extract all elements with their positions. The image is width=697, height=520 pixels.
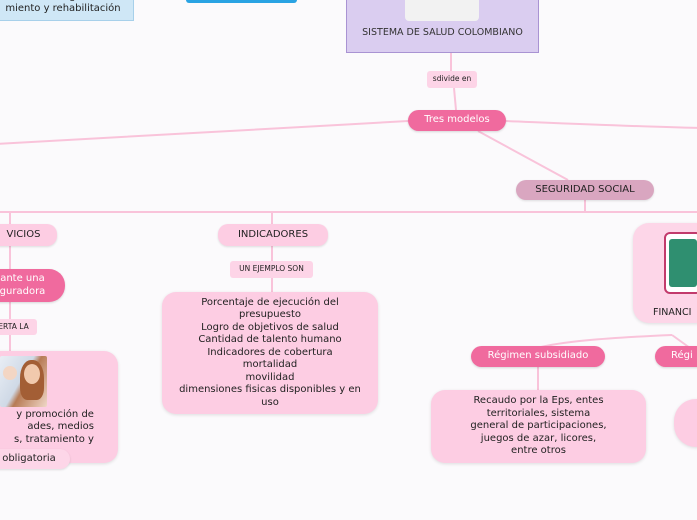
indicadores-text-box[interactable]: Porcentaje de ejecución del presupuesto … [162, 292, 378, 414]
root-image [405, 0, 479, 21]
link-modelos-left [0, 120, 409, 145]
link-divide-to-modelos [453, 87, 457, 111]
topic-regimen-right[interactable]: Régi [655, 346, 697, 367]
topic-tres-modelos[interactable]: Tres modelos [408, 110, 506, 131]
blue-node-edge[interactable] [186, 0, 297, 3]
financing-logo-icon [664, 232, 697, 294]
topic-obligatoria[interactable]: obligatoria [0, 449, 70, 469]
link-label-divide: sdivide en [427, 71, 477, 88]
topic-indicadores[interactable]: INDICADORES [218, 224, 328, 246]
promocion-box[interactable]: y promoción de ades, medios s, tratamien… [0, 351, 118, 463]
top-left-text: ...ación, diagnóstico, miento y rehabili… [5, 0, 121, 14]
link-modelos-right [505, 120, 697, 129]
topic-financiacion[interactable]: FINANCI [633, 223, 697, 323]
root-node[interactable]: SISTEMA DE SALUD COLOMBIANO [346, 0, 539, 53]
right-partial-node[interactable] [674, 399, 697, 447]
topic-servicios[interactable]: VICIOS [0, 224, 57, 246]
link-label-oferta: ERTA LA [0, 319, 37, 335]
link-fin-regimen-right [671, 334, 691, 349]
root-title: SISTEMA DE SALUD COLOMBIANO [362, 27, 523, 38]
link-modelos-seguridad [477, 130, 569, 181]
link-label-ejemplo: UN EJEMPLO SON [230, 261, 313, 278]
doctor-patient-image [0, 356, 47, 407]
topic-seguridad-social[interactable]: SEGURIDAD SOCIAL [516, 180, 654, 200]
recaudo-text-box[interactable]: Recaudo por la Eps, entes territoriales,… [431, 390, 646, 463]
financiacion-label: FINANCI [653, 307, 692, 318]
topic-regimen-subsidiado[interactable]: Régimen subsidiado [471, 346, 605, 367]
topic-aseguradora[interactable]: ante una guradora [0, 269, 65, 302]
top-left-node[interactable]: ...ación, diagnóstico, miento y rehabili… [0, 0, 134, 21]
